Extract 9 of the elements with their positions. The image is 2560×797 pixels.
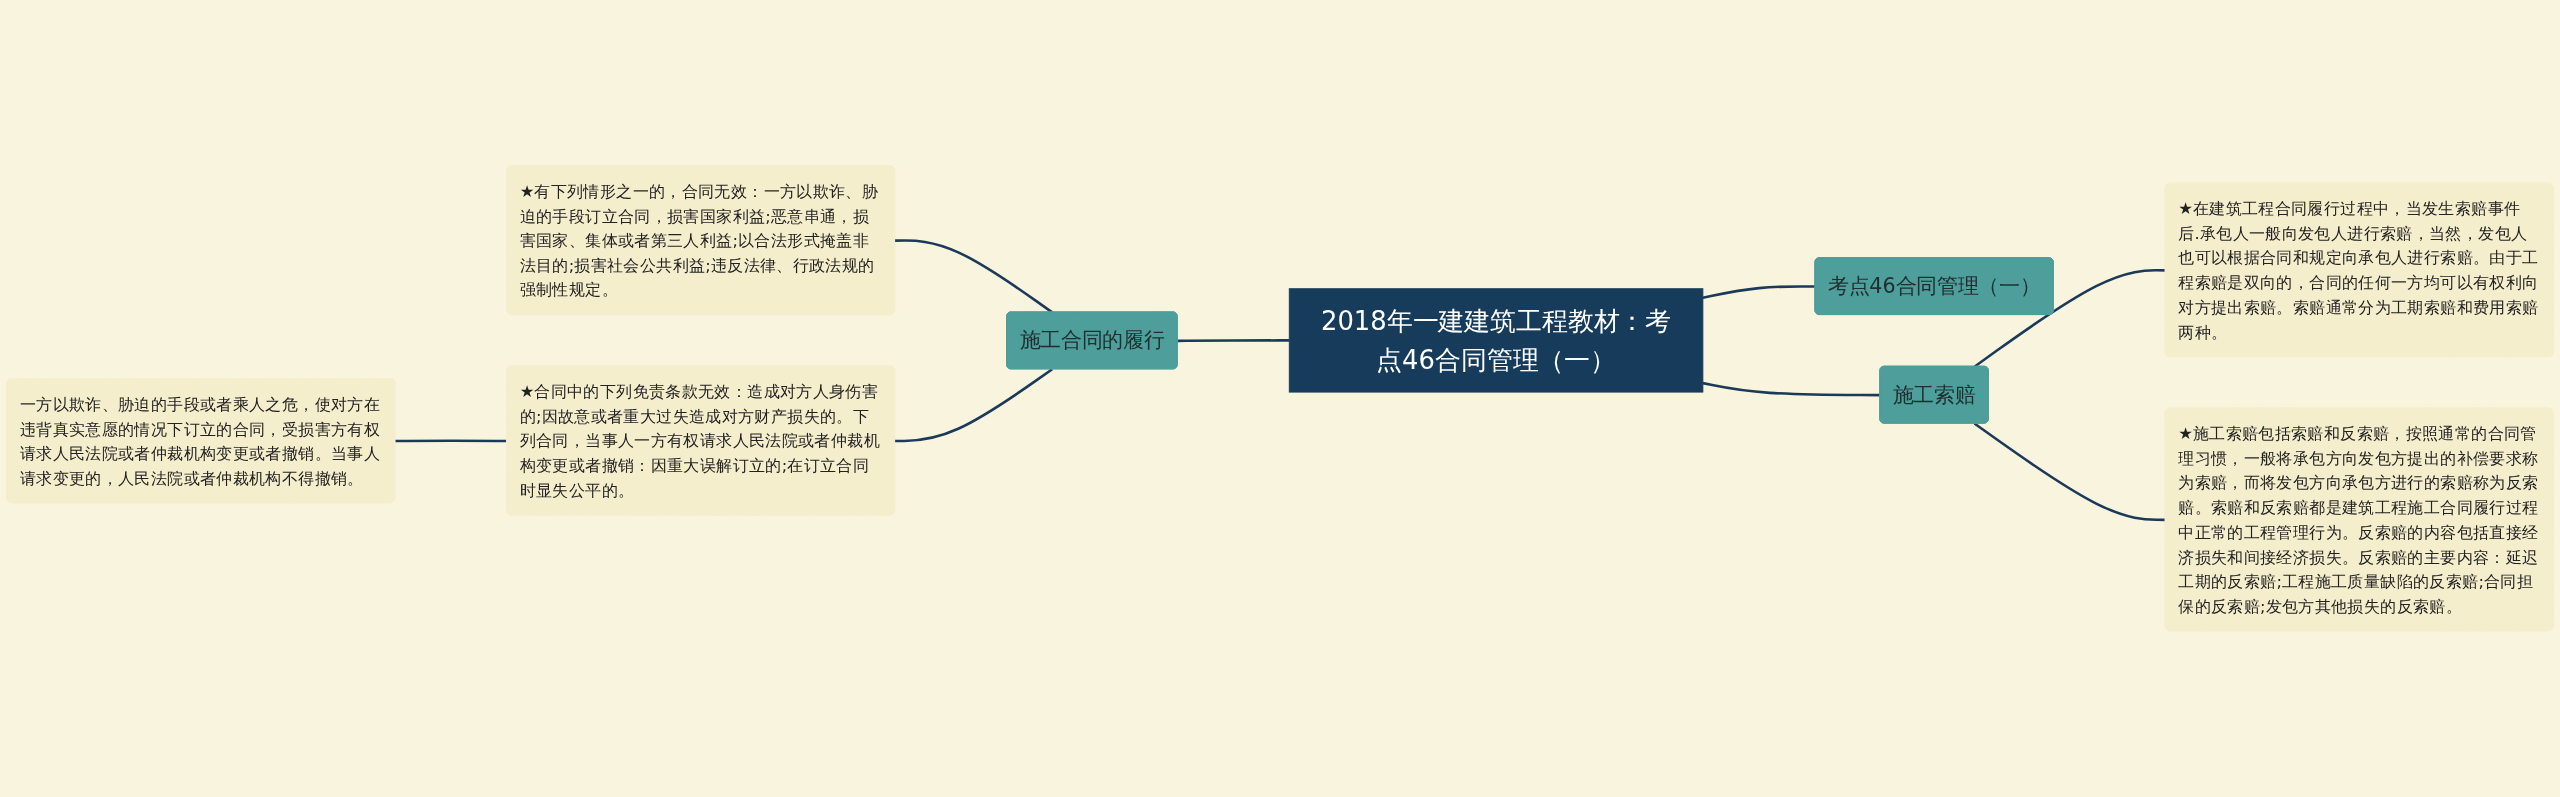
node-box: 2018年一建建筑工程教材：考点46合同管理（一） [1288, 288, 1704, 393]
connector [1973, 422, 2166, 522]
connector [894, 368, 1053, 443]
connector [395, 439, 508, 443]
connector [1702, 285, 1816, 300]
connector [1702, 382, 1881, 397]
connector [1973, 269, 2166, 368]
connector [1177, 339, 1290, 343]
connector [894, 239, 1053, 314]
